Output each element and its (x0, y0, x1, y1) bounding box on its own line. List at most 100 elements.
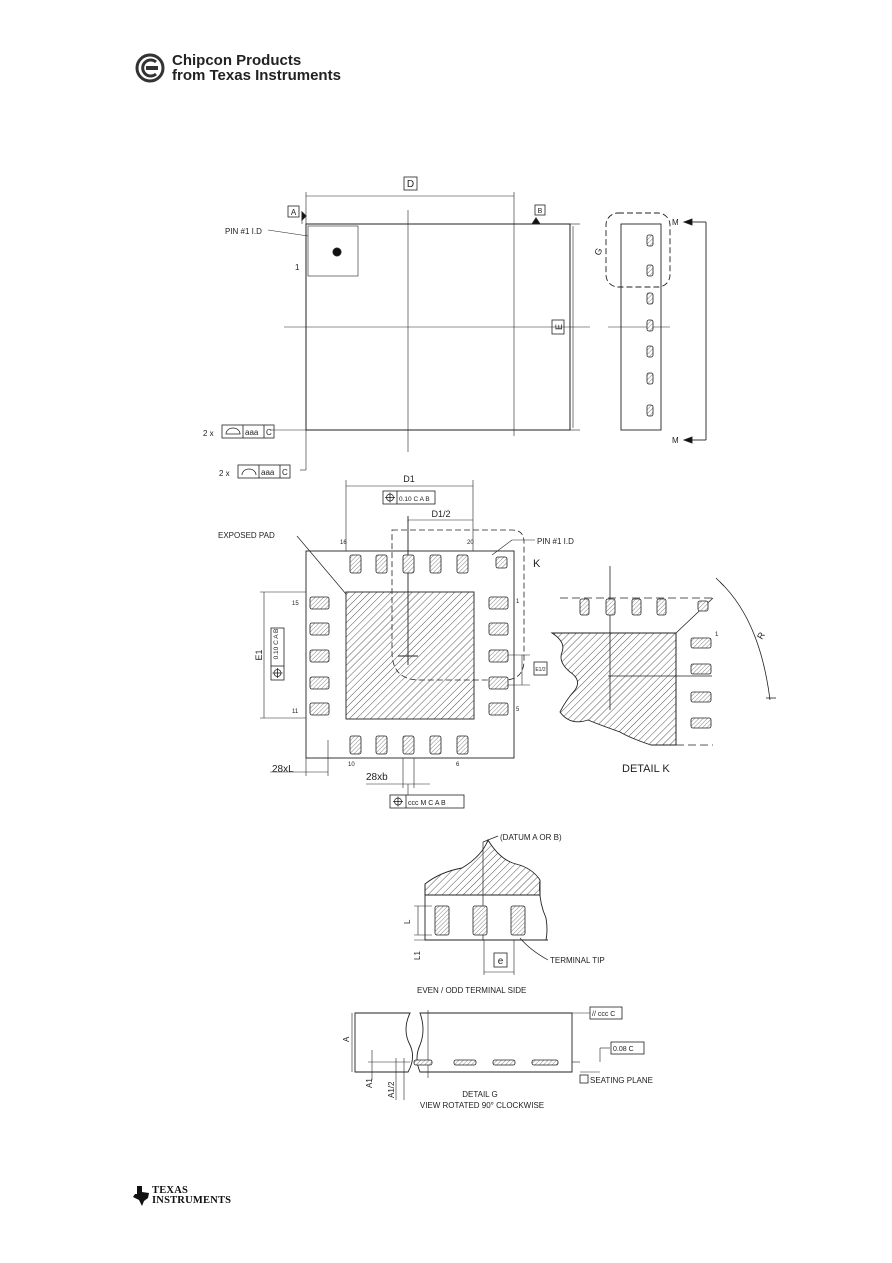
dim-l1-label: L1 (413, 951, 422, 960)
detail-k-side-pad (690, 637, 712, 649)
fcf-left-text: 0.10 C A B (273, 629, 280, 660)
fcf-aaa-1: aaa (245, 428, 259, 437)
left-terminal-pad (309, 702, 330, 716)
detail-k (550, 566, 776, 746)
side-lead (646, 345, 654, 358)
pin-1-label: 1 (295, 263, 300, 272)
pin1-id-2-label: PIN #1 I.D (537, 537, 574, 546)
top-view-labels: D A B PIN #1 I.D 1 E 2 x aaa C 2 x aaa C (203, 176, 565, 479)
detail-k-pads (579, 598, 712, 729)
dim-l-label: L (403, 919, 412, 924)
dim-a1-half-label: A1/2 (387, 1081, 396, 1098)
even-odd-label: EVEN / ODD TERMINAL SIDE (417, 986, 526, 995)
detail-g-lead (413, 1059, 433, 1066)
left-terminal-pad (309, 676, 330, 690)
datum-b-label: B (538, 208, 543, 215)
right-terminal-pad (488, 702, 509, 716)
bottom-view-labels: D1 0.10 C A B D1/2 16 20 PIN #1 I.D K EX… (218, 474, 574, 809)
fcf-profile-text: 0.08 C (613, 1046, 634, 1053)
pin-5-label: 5 (516, 707, 520, 713)
left-terminal-pad (309, 596, 330, 610)
dim-d-label: D (407, 179, 414, 190)
pin-15-label: 15 (292, 601, 299, 607)
brand-line-1: Chipcon Products (172, 52, 302, 69)
top-view (267, 192, 590, 471)
top-terminal-pad (349, 554, 362, 574)
right-terminal-pad (488, 649, 509, 663)
terminal-tip-label: TERMINAL TIP (550, 956, 605, 965)
ti-line-2: INSTRUMENTS (152, 1195, 232, 1206)
terminal-detail (414, 835, 549, 975)
terminal-detail-labels: (DATUM A OR B) L L1 e TERMINAL TIP EVEN … (403, 833, 605, 995)
pin-10-label: 10 (348, 762, 355, 768)
detail-g-title: DETAIL G (462, 1090, 498, 1099)
dim-28xl-label: 28xL (272, 764, 294, 775)
detail-k-top-pad (605, 598, 616, 616)
brand-text: Chipcon Products from Texas Instruments (172, 53, 341, 83)
detail-k-pin1-pad (697, 600, 709, 612)
ti-text: TEXAS INSTRUMENTS (152, 1185, 232, 1206)
section-m-bottom: M (672, 436, 679, 445)
fcf-c-1: C (266, 428, 272, 437)
dim-a1-label: A1 (365, 1078, 374, 1088)
detail-g-lead (453, 1059, 477, 1066)
detail-g-labels: A A1 A1/2 // ccc C 0.08 C SEATING PLANE … (342, 1006, 653, 1110)
texas-state-icon (133, 1186, 149, 1206)
detail-k-top-pad (579, 598, 590, 616)
dim-d1-label: D1 (403, 474, 415, 484)
top-terminal-pad (456, 554, 469, 574)
fcf-c-2: C (282, 468, 288, 477)
bottom-terminal-pad (375, 735, 388, 755)
detail-k-side-pad (690, 717, 712, 729)
detail-k-labels: 1 R DETAIL K (622, 630, 767, 775)
dim-e-label: E (554, 324, 564, 330)
right-terminal-pad (488, 676, 509, 690)
bottom-terminal-pad (402, 735, 415, 755)
chipcon-brand: Chipcon Products from Texas Instruments (134, 52, 341, 84)
brand-line-2: from Texas Instruments (172, 67, 341, 84)
left-terminal-pad (309, 649, 330, 663)
top-terminal-pad (375, 554, 388, 574)
view-g-label: G (592, 247, 604, 257)
dim-d1-half-label: D1/2 (431, 509, 450, 519)
detail-g-leads (413, 1059, 559, 1066)
side-lead (646, 372, 654, 385)
pin1-indicator-pad (495, 556, 508, 569)
left-terminal-pad (309, 622, 330, 636)
pin-11-label: 11 (292, 709, 299, 715)
detail-g-subtitle: VIEW ROTATED 90° CLOCKWISE (420, 1101, 544, 1110)
dim-28xb-label: 28xb (366, 772, 388, 783)
bottom-terminal-pad (456, 735, 469, 755)
side-view (605, 212, 707, 444)
terminal-lead (434, 905, 450, 936)
top-terminal-pad (402, 554, 415, 574)
terminal-lead (472, 905, 488, 936)
side-lead (646, 234, 654, 247)
pin1-id-label: PIN #1 I.D (225, 227, 262, 236)
fcf-bottom-text: ccc M C A B (408, 800, 446, 807)
datum-a-label: A (291, 208, 297, 217)
bottom-view (260, 480, 535, 795)
side-lead (646, 264, 654, 277)
exposed-pad-label: EXPOSED PAD (218, 531, 275, 540)
right-terminal-pad (488, 596, 509, 610)
detail-k-title: DETAIL K (622, 763, 670, 775)
fcf-top-text: 0.10 C A B (399, 496, 430, 503)
datum-callout-label: (DATUM A OR B) (500, 833, 562, 842)
detail-k-pin1: 1 (715, 632, 719, 638)
pin-6-label: 6 (456, 762, 460, 768)
detail-k-ref-label: K (533, 558, 541, 570)
side-lead (646, 404, 654, 417)
pin-16-label: 16 (340, 540, 347, 546)
detail-g (351, 1010, 610, 1100)
top-terminal-pad (429, 554, 442, 574)
right-terminal-pad (488, 622, 509, 636)
seating-plane-label: SEATING PLANE (590, 1076, 653, 1085)
pin-20-label: 20 (467, 540, 474, 546)
side-view-labels: G M M (592, 218, 679, 445)
dim-a-label: A (342, 1036, 351, 1042)
fcf-parallel-text: // ccc C (592, 1011, 615, 1018)
pin-1b-label: 1 (516, 599, 520, 605)
ti-brand: TEXAS INSTRUMENTS (133, 1185, 232, 1206)
side-view-leads (646, 234, 654, 417)
